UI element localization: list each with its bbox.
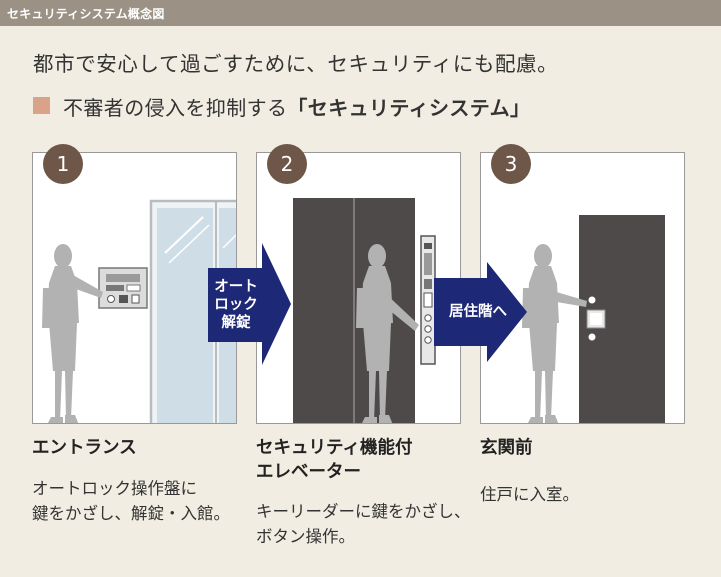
bullet-square-icon	[33, 97, 50, 114]
step-1-description: オートロック操作盤に 鍵をかざし、解錠・入館。	[32, 479, 230, 523]
autolock-panel-icon	[98, 267, 148, 309]
step-3-description: 住戸に入室。	[480, 485, 579, 504]
step-3-title: 玄関前	[480, 438, 533, 458]
headline: 都市で安心して過ごすために、セキュリティにも配慮。	[33, 52, 559, 76]
front-door-icon	[579, 215, 665, 423]
panel-front-door	[480, 152, 685, 424]
entrance-illustration	[42, 199, 236, 423]
subheadline-prefix: 不審者の侵入を抑制する	[63, 96, 288, 120]
panel-elevator	[256, 152, 461, 424]
header-bar: セキュリティシステム概念図	[0, 0, 721, 26]
arrow-to-floor-label: 居住階へ	[449, 304, 507, 320]
step-1-title: エントランス	[32, 438, 137, 458]
key-reader-icon	[420, 235, 436, 365]
step-badge-3: 3	[491, 144, 531, 184]
step-badge-1: 1	[43, 144, 83, 184]
person-silhouette-icon	[356, 244, 419, 423]
step-badge-2: 2	[267, 144, 307, 184]
arrow-autolock-label: オート ロック 解錠	[214, 279, 258, 331]
person-silhouette-icon	[522, 244, 587, 423]
step-2-title: セキュリティ機能付 エレベーター	[256, 438, 413, 482]
subheadline-emphasis: 「セキュリティシステム」	[287, 96, 531, 120]
arrow-to-floor-icon	[434, 262, 527, 362]
panel-entrance	[32, 152, 237, 424]
arrow-autolock-icon	[208, 243, 291, 365]
front-door-illustration	[522, 215, 665, 423]
header-title: セキュリティシステム概念図	[7, 7, 165, 21]
step-2-description: キーリーダーに鍵をかざし、 ボタン操作。	[256, 502, 471, 546]
person-silhouette-icon	[42, 244, 103, 423]
elevator-illustration	[293, 198, 436, 423]
